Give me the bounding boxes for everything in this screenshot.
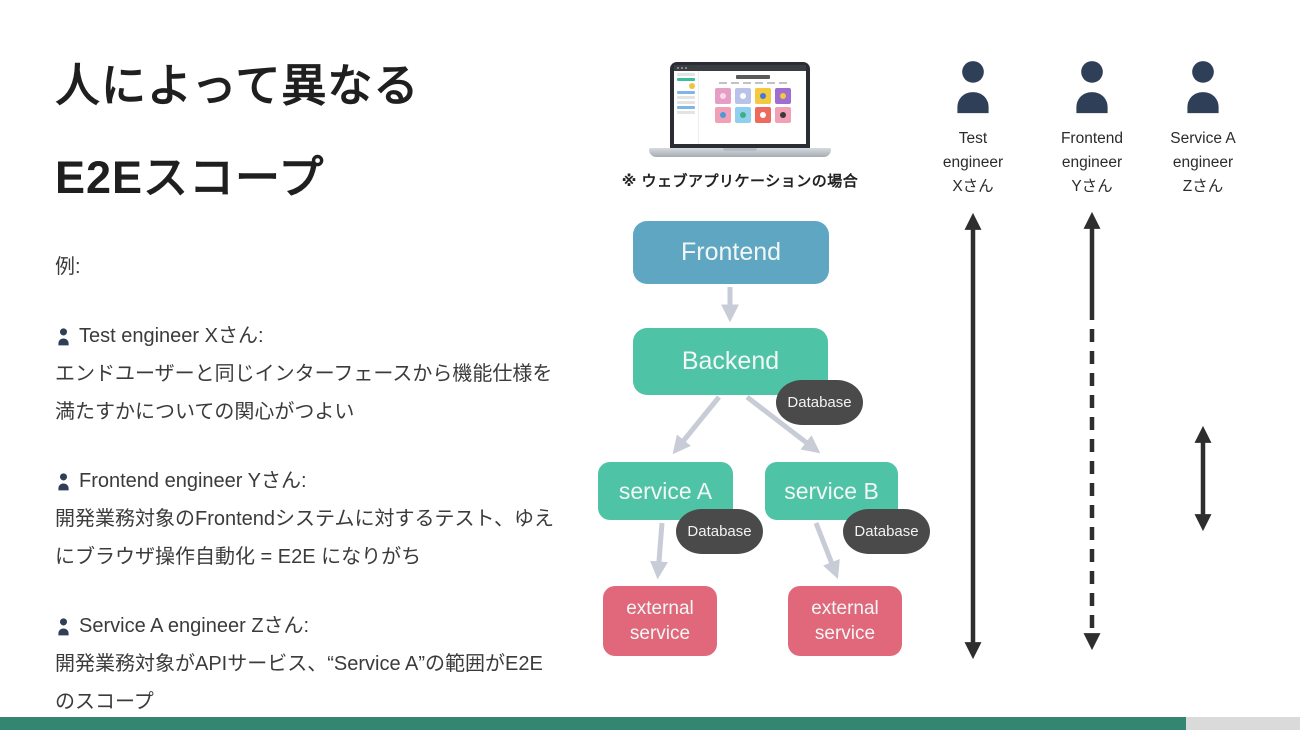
webshop-main — [699, 71, 806, 144]
footer-accent-bar — [0, 717, 1186, 730]
webshop-sidebar — [674, 71, 699, 144]
example-line: のスコープ — [55, 691, 154, 713]
laptop-webshop-ui — [674, 65, 806, 144]
node-service-a: service A — [598, 462, 733, 520]
example-line: にブラウザ操作自動化 = E2E になりがち — [55, 546, 422, 568]
example-header: Service A engineer Zさん: — [55, 607, 630, 645]
connector-backend-service-a — [672, 395, 721, 455]
product-tile — [754, 88, 771, 104]
page-title-line-1: 人によって異なる — [55, 60, 420, 111]
laptop-base — [649, 148, 831, 157]
example-line: 満たすかについての関心がつよい — [55, 401, 355, 423]
product-tile — [734, 107, 751, 123]
product-tile — [774, 88, 791, 104]
engineer-label: Service A engineer Zさん — [1170, 130, 1236, 195]
person-icon — [58, 472, 69, 490]
example-frontend-engineer: Frontend engineer Yさん: 開発業務対象のFrontendシス… — [55, 462, 630, 576]
example-line: エンドユーザーと同じインターフェースから機能仕様を — [55, 363, 553, 385]
example-header: Frontend engineer Yさん: — [55, 462, 630, 500]
engineer-label: Frontend engineer Yさん — [1060, 130, 1124, 195]
page-title-line-2: E2Eスコープ — [55, 152, 325, 203]
connector-service-a-external — [650, 522, 668, 580]
laptop-illustration: ※ ウェブアプリケーションの場合 — [607, 62, 873, 191]
example-label: 例: — [55, 256, 81, 278]
browser-titlebar — [674, 65, 806, 71]
product-tile — [774, 107, 791, 123]
footer-gray-segment — [1186, 717, 1300, 730]
database-badge-service-a: Database — [676, 509, 763, 554]
person-icon — [1187, 61, 1219, 114]
node-external-service-1: external service — [603, 586, 717, 656]
person-icon — [957, 61, 989, 114]
connector-service-b-external — [813, 522, 840, 580]
page-title: 人によって異なる E2Eスコープ — [55, 40, 419, 224]
webshop-product-grid — [714, 88, 791, 123]
engineer-label: Test engineer Xさん — [942, 130, 1004, 195]
person-icon — [58, 617, 69, 635]
person-icon — [58, 327, 69, 345]
engineer-x: Test engineer Xさん — [918, 56, 1028, 199]
product-tile — [734, 88, 751, 104]
product-tile — [714, 88, 731, 104]
example-header-text: Frontend engineer Yさん: — [79, 470, 307, 492]
database-badge-backend: Database — [776, 380, 863, 425]
example-list: 例: Test engineer Xさん: エンドユーザーと同じインターフェース… — [55, 248, 630, 721]
webshop-logo — [735, 75, 770, 79]
example-header-text: Test engineer Xさん: — [79, 325, 264, 347]
example-line: 開発業務対象がAPIサービス、“Service A”の範囲がE2E — [55, 653, 543, 675]
laptop-screen — [670, 62, 810, 148]
node-external-service-2: external service — [788, 586, 902, 656]
webshop-nav — [718, 82, 787, 84]
node-frontend: Frontend — [633, 221, 829, 284]
connector-backend-service-b — [745, 395, 821, 454]
example-header: Test engineer Xさん: — [55, 317, 630, 355]
product-tile — [714, 107, 731, 123]
person-icon — [1076, 61, 1108, 114]
example-header-text: Service A engineer Zさん: — [79, 615, 310, 637]
laptop-caption: ※ ウェブアプリケーションの場合 — [621, 173, 859, 190]
product-tile — [754, 107, 771, 123]
example-test-engineer: Test engineer Xさん: エンドユーザーと同じインターフェースから機… — [55, 317, 630, 431]
example-line: 開発業務対象のFrontendシステムに対するテスト、ゆえ — [55, 508, 555, 530]
database-badge-service-b: Database — [843, 509, 930, 554]
example-service-a-engineer: Service A engineer Zさん: 開発業務対象がAPIサービス、“… — [55, 607, 630, 721]
engineer-y: Frontend engineer Yさん — [1037, 56, 1147, 199]
engineer-z: Service A engineer Zさん — [1148, 56, 1258, 199]
